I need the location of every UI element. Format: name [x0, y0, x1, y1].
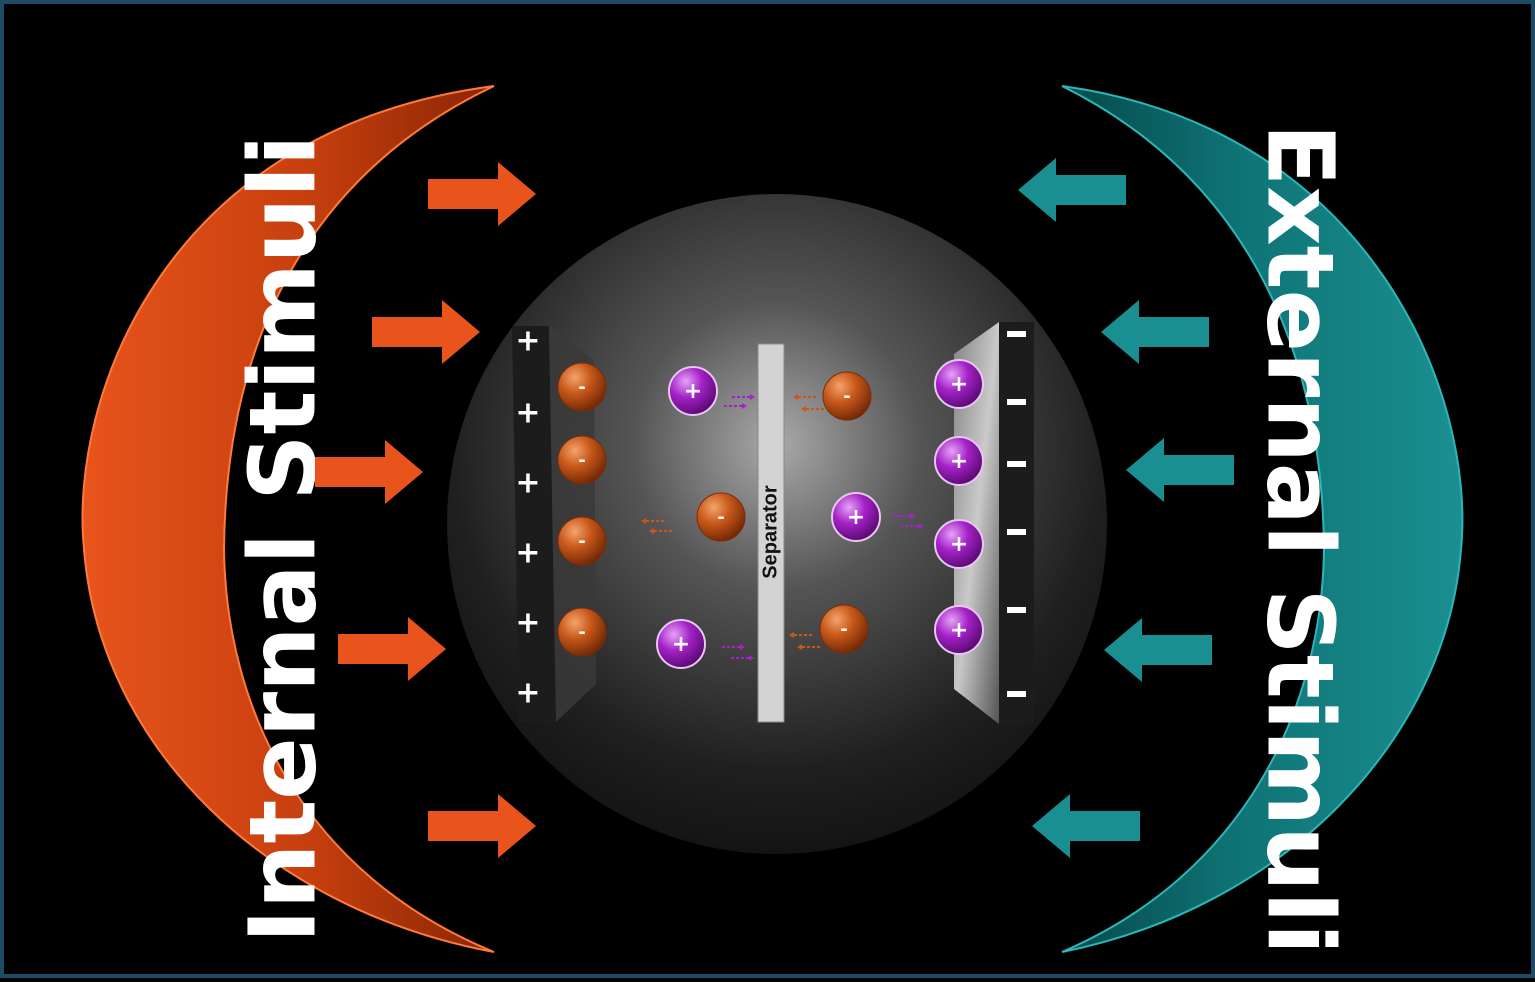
ion-motion-arrow — [797, 644, 820, 650]
internal-stimuli-label: Internal Stimuli — [229, 135, 336, 944]
anion-sign: - — [578, 622, 585, 643]
cation-sign: + — [950, 532, 968, 557]
ion-motion-arrow — [649, 528, 672, 534]
plate-minus-sign — [1007, 331, 1026, 337]
cation: + — [656, 619, 706, 669]
cation-sign: + — [672, 632, 690, 657]
cation: + — [934, 436, 984, 486]
stimuli-diagram: Internal Stimuli External Stimuli + + + + + +… — [81, 85, 1464, 955]
plate-minus-sign — [1007, 529, 1026, 535]
ion-motion-arrow — [892, 513, 915, 519]
cation-ball — [934, 605, 984, 655]
external-stimuli-crescent — [1061, 85, 1464, 953]
anion-ball — [557, 516, 607, 566]
anion-ball — [819, 604, 869, 654]
external-arrow-3 — [1126, 438, 1234, 502]
separator — [757, 343, 785, 723]
cation: + — [668, 366, 718, 416]
anion: - — [557, 516, 607, 566]
cation: + — [934, 519, 984, 569]
plate-plus-sign: + — [515, 324, 540, 359]
internal-arrow-1 — [428, 162, 536, 226]
ion-motion-arrow — [900, 523, 923, 529]
plate-plus-sign: + — [515, 606, 540, 641]
cation-ball — [668, 366, 718, 416]
cation-ball — [934, 519, 984, 569]
anion: - — [822, 371, 872, 421]
cation-sign: + — [847, 505, 865, 530]
plate-minus-sign — [1007, 461, 1026, 467]
cation-ball — [934, 359, 984, 409]
cation-ball — [831, 492, 881, 542]
plate-plus-sign: + — [515, 676, 540, 711]
negative-electrode — [999, 322, 1034, 724]
anion-ball — [696, 492, 746, 542]
plate-minus-sign — [1007, 691, 1026, 697]
cation: + — [934, 605, 984, 655]
ion-motion-arrow — [724, 403, 747, 409]
anion-sign: - — [840, 619, 847, 640]
anion-sign: - — [843, 386, 850, 407]
ion-motion-arrow — [732, 394, 755, 400]
anion-ball — [557, 607, 607, 657]
anion-sign: - — [578, 450, 585, 471]
anion-ball — [557, 362, 607, 412]
cation-sign: + — [950, 618, 968, 643]
cation-sign: + — [684, 379, 702, 404]
anion-sign: - — [717, 507, 724, 528]
internal-arrow-5 — [428, 794, 536, 858]
ion-motion-arrow — [793, 394, 816, 400]
ion-motion-arrow — [789, 632, 812, 638]
cation-ball — [656, 619, 706, 669]
internal-stimuli-crescent — [81, 85, 495, 953]
plate-plus-sign: + — [515, 466, 540, 501]
internal-arrow-4 — [338, 617, 446, 681]
plate-plus-sign: + — [515, 396, 540, 431]
internal-arrow-2 — [372, 300, 480, 364]
anion: - — [557, 362, 607, 412]
external-arrow-2 — [1101, 300, 1209, 364]
cation-ball — [934, 436, 984, 486]
anion-sign: - — [578, 531, 585, 552]
anion-sign: - — [578, 377, 585, 398]
ion-motion-arrow — [801, 406, 824, 412]
anion-ball — [822, 371, 872, 421]
cation: + — [934, 359, 984, 409]
anion: - — [696, 492, 746, 542]
plate-plus-sign: + — [515, 536, 540, 571]
separator-label: Separator — [759, 485, 781, 579]
plate-minus-sign — [1007, 399, 1026, 405]
ion-motion-arrow — [722, 644, 745, 650]
external-stimuli-label: External Stimuli — [1247, 123, 1354, 954]
external-arrow-4 — [1104, 618, 1212, 682]
anion-ball — [557, 435, 607, 485]
external-arrow-5 — [1032, 794, 1140, 858]
ion-motion-arrow — [731, 655, 754, 661]
anion: - — [557, 435, 607, 485]
cation-sign: + — [950, 449, 968, 474]
plate-minus-sign — [1007, 607, 1026, 613]
external-arrow-1 — [1018, 158, 1126, 222]
cation: + — [831, 492, 881, 542]
ion-motion-arrow — [641, 518, 664, 524]
cation-sign: + — [950, 372, 968, 397]
anion: - — [557, 607, 607, 657]
anion: - — [819, 604, 869, 654]
positive-electrode — [512, 326, 556, 722]
